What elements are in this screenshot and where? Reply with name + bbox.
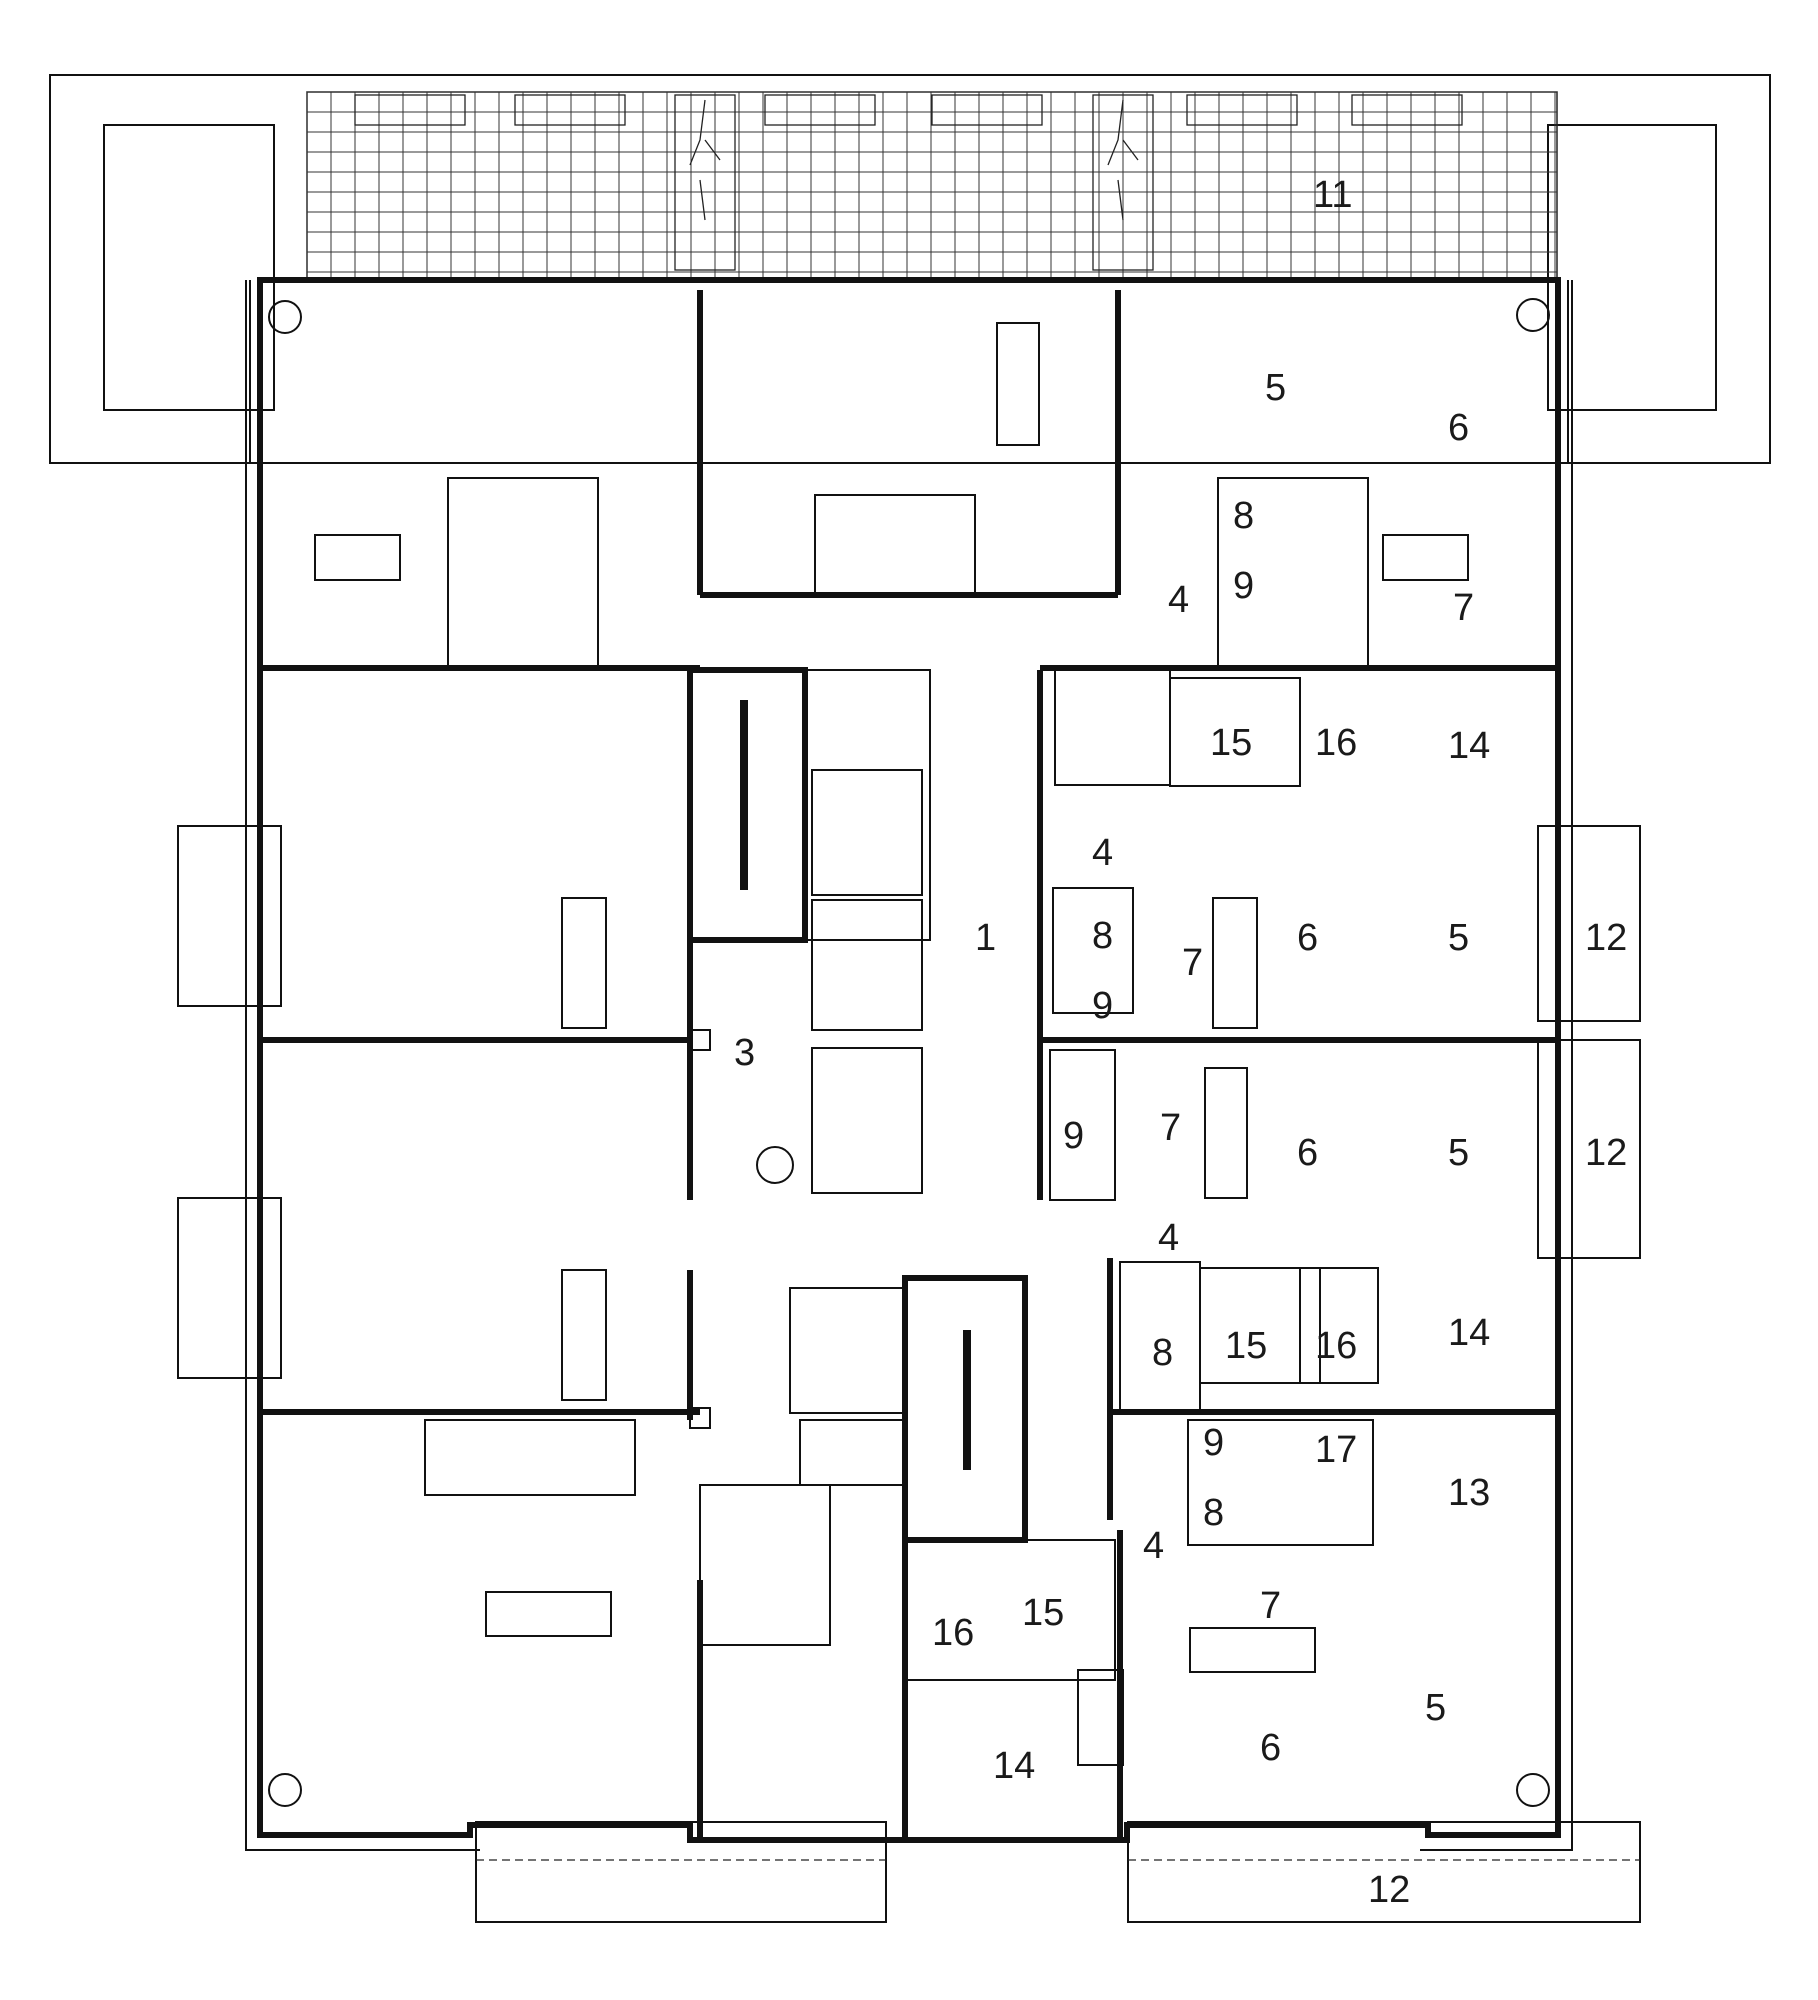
label-dining-6a: 6: [1448, 407, 1469, 449]
kitchen-islands: [314, 322, 1469, 1673]
label-closet-9d: 9: [1203, 1422, 1224, 1464]
label-corridor: 3: [734, 1032, 755, 1074]
interior-walls: [260, 290, 1558, 1840]
label-closet-9b: 9: [1092, 985, 1113, 1027]
label-entry-4d: 4: [1143, 1525, 1164, 1567]
label-powder-8d: 8: [1203, 1492, 1224, 1534]
label-roof-terrace-11: 11: [1313, 174, 1352, 216]
label-bedroom-14a: 14: [1448, 725, 1490, 767]
label-bath-15a: 15: [1210, 722, 1252, 764]
label-bedroom-14c: 14: [993, 1745, 1035, 1787]
label-entry-4a: 4: [1168, 579, 1189, 621]
label-kitchen-7c: 7: [1160, 1107, 1181, 1149]
label-balcony-12b: 12: [1585, 1132, 1627, 1174]
label-dining-6b: 6: [1297, 917, 1318, 959]
label-closet-9c: 9: [1063, 1115, 1084, 1157]
label-wic-16a: 16: [1315, 722, 1357, 764]
label-bath-15b: 15: [1225, 1325, 1267, 1367]
label-entry-4c: 4: [1158, 1217, 1179, 1259]
bathrooms: [424, 477, 1379, 1766]
label-kitchen-7d: 7: [1260, 1585, 1281, 1627]
label-kitchen-7a: 7: [1453, 587, 1474, 629]
label-living-5b: 5: [1448, 917, 1469, 959]
label-balcony-12c: 12: [1368, 1869, 1410, 1911]
label-bedroom-14b: 14: [1448, 1312, 1490, 1354]
building-core: [687, 667, 1028, 1543]
label-powder-8c: 8: [1152, 1332, 1173, 1374]
label-dining-6d: 6: [1260, 1727, 1281, 1769]
label-laundry-17: 17: [1315, 1429, 1357, 1471]
label-living-5c: 5: [1448, 1132, 1469, 1174]
label-wic-16c: 16: [932, 1612, 974, 1654]
label-closet-9a: 9: [1233, 565, 1254, 607]
label-powder-8a: 8: [1233, 495, 1254, 537]
label-powder-8b: 8: [1092, 915, 1113, 957]
label-elevator-lobby: 1: [975, 917, 996, 959]
label-kitchen-7b: 7: [1182, 942, 1203, 984]
label-room-13: 13: [1448, 1472, 1490, 1514]
room-labels: 1 3 4 4 4 4 5 5 5 5 6 6 6 6 7 7 7 7 8 8 …: [734, 174, 1627, 1911]
label-living-5d: 5: [1425, 1687, 1446, 1729]
label-wic-16b: 16: [1315, 1325, 1357, 1367]
label-bath-15c: 15: [1022, 1592, 1064, 1634]
label-living-5a: 5: [1265, 367, 1286, 409]
structural-columns: [268, 298, 1550, 1807]
terrace-paving-grid: [306, 91, 1558, 281]
label-entry-4b: 4: [1092, 832, 1113, 874]
building-outline: [245, 277, 1573, 1851]
roof-terrace: [49, 74, 1771, 464]
balconies: [177, 825, 1641, 1923]
label-dining-6c: 6: [1297, 1132, 1318, 1174]
terrace-planters: [354, 94, 1463, 271]
label-balcony-12a: 12: [1585, 917, 1627, 959]
